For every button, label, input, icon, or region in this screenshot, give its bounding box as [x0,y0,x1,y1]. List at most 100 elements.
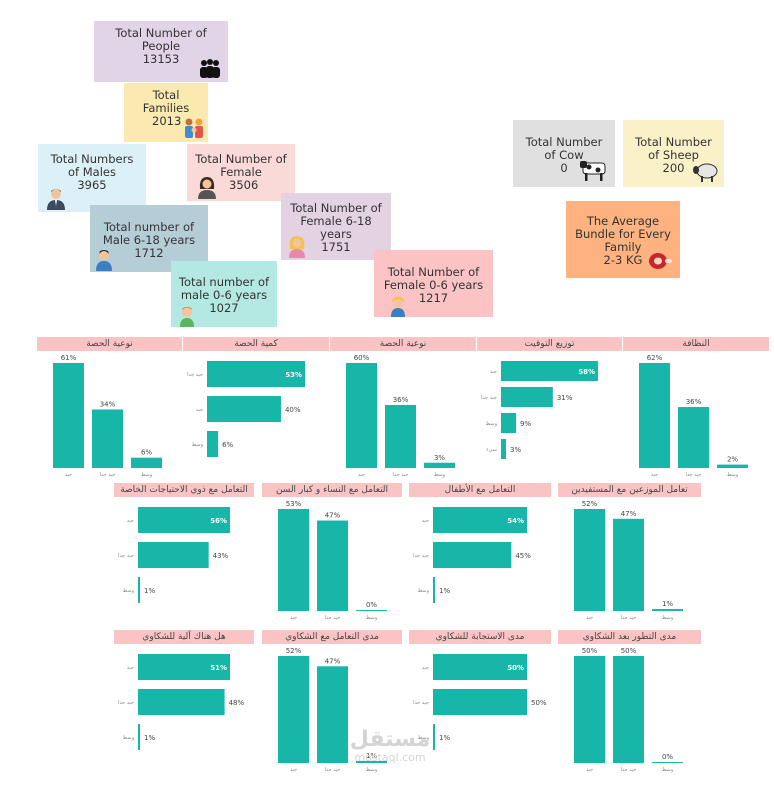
data-label: 43% [213,552,229,560]
data-label: 50% [531,699,547,707]
bar [613,656,644,763]
watermark-logo: مستقل [349,727,431,752]
data-label: 60% [354,354,370,362]
data-label: 45% [515,552,531,560]
bar [346,363,377,468]
card-label: Total Number of Female 0-6 years [383,265,484,292]
bar [138,577,140,603]
card-label: Total Number of Sheep [635,135,712,162]
card-female-6-18: Total Number of Female 6-18 years 1751 [281,193,391,260]
category-label: وسط [123,588,135,594]
bar [501,387,553,407]
category-label: جيد [422,665,429,671]
card-total-males: Total Numbers of Males 3965 [38,144,146,212]
data-label: 58% [578,368,595,376]
meat-icon [649,253,672,269]
data-label: 53% [285,371,302,379]
chart-title: التعامل مع النساء و كبار السن [262,483,402,497]
bar [138,689,225,715]
category-label: جيد [586,767,593,773]
data-label: 34% [100,400,116,408]
chart-title: كمية الحصة [183,337,329,351]
bar [424,462,455,468]
card-label: Total Number of People [115,26,207,53]
card-value: 13153 [142,52,180,66]
bar [356,760,387,763]
data-label: 36% [393,396,409,404]
chart-title: النظافة [623,337,769,351]
category-label: وسط [192,442,204,448]
woman-icon [198,177,216,199]
bar [138,654,230,680]
card-total-families: Total Families 2013 [124,83,208,142]
chart-special-needs: التعامل مع ذوي الاحتياجات الخاصة 56% جيد 43… [114,483,254,623]
data-label: 48% [229,699,245,707]
chart-title: مدى التعامل مع الشكاوي [262,630,402,644]
card-average-bundle: The Average Bundle for Every Family 2-3 … [566,201,680,278]
category-label: جيد [290,767,297,773]
card-male-0-6: Total number of male 0-6 years 1027 [171,261,277,327]
category-label: جيد [127,518,134,524]
card-value: 1712 [134,246,164,260]
category-label: جيد [65,472,72,478]
bar [433,724,435,750]
data-label: 3% [510,446,521,454]
chart-title: التعامل مع ذوي الاحتياجات الخاصة [114,483,254,497]
data-label: 31% [557,394,573,402]
card-value: 2-3 KG [603,253,643,267]
data-label: 9% [520,420,531,428]
category-label: جيد [196,407,203,413]
data-label: 0% [366,601,377,609]
family-icon [185,118,203,138]
category-label: جيد جدا [621,767,637,773]
category-label: جيد [358,472,365,478]
bar [207,396,281,422]
category-label: جيد [586,615,593,621]
data-label: 47% [325,657,341,665]
category-label: جيد جدا [413,700,429,706]
bar [433,654,527,680]
card-value: 1217 [418,291,449,305]
category-label: جيد جدا [686,472,702,478]
category-label: جيد [422,518,429,524]
card-label: Total number of Male 6-18 years [102,220,196,247]
card-total-sheep: Total Number of Sheep 200 [623,120,724,187]
category-label: جيد جدا [393,472,409,478]
category-label: وسط [123,735,135,741]
data-label: 56% [210,517,227,525]
girl-icon [289,236,305,258]
card-value: 200 [662,161,685,175]
bar [433,507,527,533]
card-label: Total Number of Female [195,152,287,179]
chart-title: توزيع التوقيت [477,337,622,351]
data-label: 52% [286,647,302,655]
chart-title: نوعية الحصة [37,337,182,351]
card-value: 2013 [152,114,182,128]
data-label: 36% [686,398,702,406]
boy-icon [96,250,112,271]
bar [433,577,435,603]
data-label: 54% [507,517,524,525]
data-label: 1% [144,734,155,742]
bar [574,509,605,611]
bar [356,610,387,611]
bar [717,464,748,468]
data-label: 0% [662,753,673,761]
card-total-people: Total Number of People 13153 [94,21,228,82]
category-label: وسط [662,767,674,773]
bar [207,361,305,387]
